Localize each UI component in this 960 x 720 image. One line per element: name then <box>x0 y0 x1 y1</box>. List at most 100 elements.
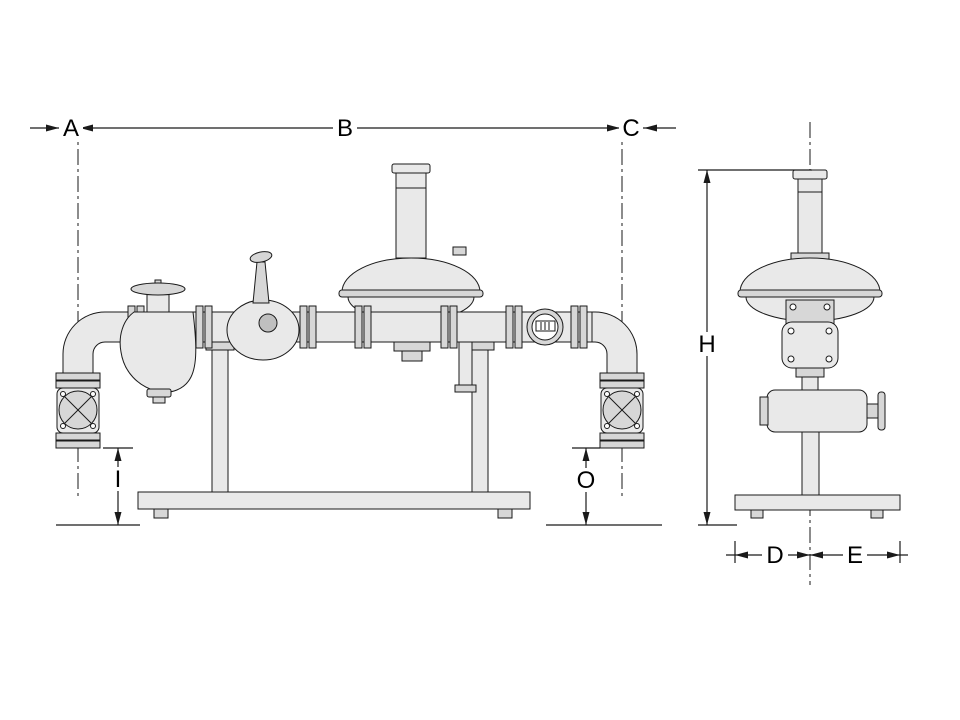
side-base-foot <box>870 509 884 519</box>
side-drop-pipe <box>801 431 820 496</box>
side-lower-flange <box>795 367 825 378</box>
dim-label-h: H <box>698 331 715 358</box>
bolt <box>634 423 640 429</box>
dim-i-up-arrow <box>114 448 122 461</box>
bolt <box>60 391 66 397</box>
left-riser <box>55 311 131 449</box>
bolt <box>604 391 610 397</box>
left-flange-3 <box>55 432 101 441</box>
flange <box>363 305 372 349</box>
flange <box>570 305 579 349</box>
top-dimension-group: A B C <box>30 115 676 142</box>
right-riser <box>591 311 645 449</box>
dim-d-left-arrow <box>735 551 748 559</box>
dim-h-down-arrow <box>703 512 711 525</box>
dim-label-c: C <box>622 115 639 142</box>
label-bg <box>694 332 720 356</box>
regulator-dome-upper <box>341 257 481 293</box>
bolt <box>60 423 66 429</box>
side-handle-neck <box>866 403 879 419</box>
regulator-side-fitting <box>452 246 467 256</box>
vent-end-cap <box>454 384 477 393</box>
left-flange-2 <box>55 380 101 389</box>
vent-stub <box>454 341 477 393</box>
side-handwheel <box>877 391 886 431</box>
left-stand <box>211 349 229 493</box>
dimension-h: H <box>694 169 812 526</box>
base-foot <box>497 508 513 519</box>
right-flange-2 <box>599 380 645 389</box>
left-flange-1 <box>55 372 101 381</box>
flange <box>449 305 458 349</box>
flange <box>514 305 523 349</box>
side-regulator-cap <box>792 169 828 180</box>
dim-label-b: B <box>337 115 353 142</box>
valve-boss <box>258 313 278 333</box>
dim-label-o: O <box>577 467 596 494</box>
left-elbow <box>62 311 131 374</box>
bolt <box>825 327 833 335</box>
dimension-o: O <box>546 447 662 526</box>
right-flange-3 <box>599 432 645 441</box>
regulator-dome-seam <box>338 289 484 298</box>
support-stands <box>205 341 495 493</box>
flange <box>308 305 317 349</box>
label-bg <box>843 543 867 567</box>
flange <box>505 305 514 349</box>
side-cylinder-cap <box>759 396 769 426</box>
flange <box>440 305 449 349</box>
front-view <box>55 163 645 519</box>
regulator <box>338 163 484 322</box>
flange <box>195 305 204 349</box>
meter <box>526 308 564 346</box>
dimension-i: I <box>56 447 140 526</box>
dim-label-i: I <box>115 466 122 493</box>
vent-pipe <box>458 341 473 386</box>
bolt <box>90 423 96 429</box>
label-bg <box>619 116 643 140</box>
base-front <box>137 491 531 519</box>
pipe-flanges <box>127 305 588 349</box>
flange <box>204 305 213 349</box>
dim-e-left-arrow <box>810 551 823 559</box>
strainer-body <box>119 311 197 393</box>
base-plate <box>137 491 531 510</box>
label-bg <box>762 543 788 567</box>
dim-d-right-arrow <box>797 551 810 559</box>
strainer <box>119 279 197 404</box>
bolt <box>90 391 96 397</box>
strainer-drain-plug <box>152 396 166 404</box>
dim-a-arrow <box>46 124 59 132</box>
flange <box>579 305 588 349</box>
right-flange-4 <box>599 440 645 449</box>
side-dome-seam <box>737 289 883 298</box>
dim-e-right-arrow <box>887 551 900 559</box>
valve-stem <box>252 261 270 304</box>
side-view <box>734 169 901 519</box>
regulator-lower <box>393 341 431 362</box>
dim-label-d: D <box>766 542 783 569</box>
bolt <box>823 303 831 311</box>
base-foot <box>153 508 169 519</box>
side-base-foot <box>750 509 764 519</box>
bolt <box>825 355 833 363</box>
dim-i-down-arrow <box>114 512 122 525</box>
label-bg <box>574 468 598 492</box>
right-flange-1 <box>599 372 645 381</box>
dim-b-left-arrow <box>80 124 93 132</box>
flange <box>299 305 308 349</box>
side-spring-tube <box>797 178 823 254</box>
right-stand <box>471 349 489 493</box>
right-elbow <box>591 311 638 374</box>
regulator-bottom-flange <box>393 341 431 352</box>
label-bg <box>59 116 83 140</box>
flange <box>354 305 363 349</box>
dim-c-arrow <box>644 124 657 132</box>
regulator-cap <box>391 163 431 174</box>
side-actuator-cylinder <box>766 389 868 433</box>
bolt <box>634 391 640 397</box>
right-union-x2 <box>608 396 636 424</box>
dim-o-down-arrow <box>582 512 590 525</box>
